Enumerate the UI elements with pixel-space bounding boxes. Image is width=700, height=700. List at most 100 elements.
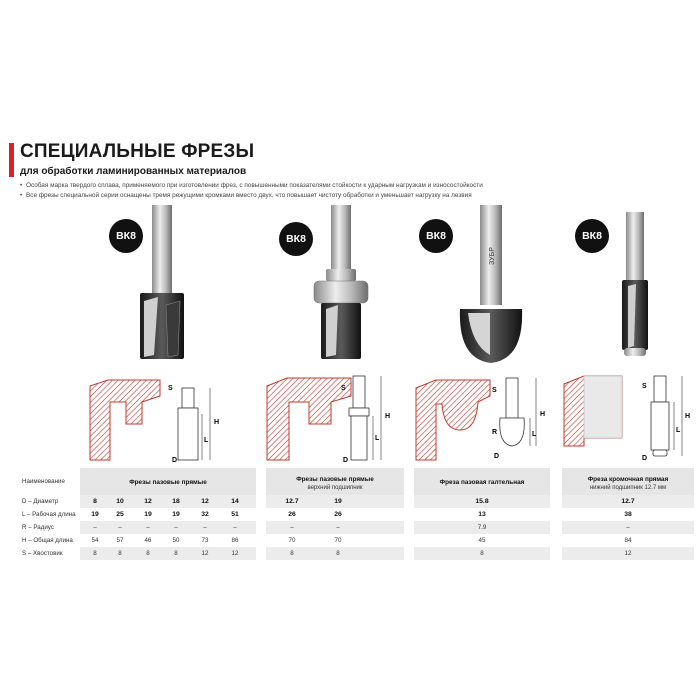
table-cell: 46 <box>144 537 152 544</box>
row-band <box>80 495 256 508</box>
label-s: S <box>341 385 346 392</box>
table-cell: 12 <box>624 550 632 557</box>
row-band <box>414 495 550 508</box>
table-cell: 50 <box>172 537 180 544</box>
table-cell: 10 <box>116 498 124 505</box>
row-label: L – Рабочая длина <box>22 511 76 518</box>
label-h: H <box>540 411 545 418</box>
table-cell: 70 <box>334 537 342 544</box>
table-cell: 25 <box>116 511 124 518</box>
table-cell: 12.7 <box>621 498 635 505</box>
title-accent-bar <box>9 143 14 177</box>
table-cell: 12 <box>144 498 152 505</box>
group-header-band <box>562 468 694 496</box>
page-title: СПЕЦИАЛЬНЫЕ ФРЕЗЫ <box>20 141 255 162</box>
row-band <box>562 495 694 508</box>
table-cell: 26 <box>334 511 342 518</box>
brand-text: ЗУБР <box>489 247 496 265</box>
group-header-band <box>80 468 256 496</box>
table-cell: 8 <box>146 550 150 557</box>
table-cell: 19 <box>91 511 99 518</box>
table-cell: 8 <box>290 550 294 557</box>
table-cell: 12 <box>201 498 209 505</box>
group-title: Фрезы пазовые прямые <box>296 476 374 483</box>
label-h: H <box>685 413 690 420</box>
table-cell: 12 <box>201 550 209 557</box>
row-band <box>80 547 256 560</box>
feature-bullets: •Особая марка твердого сплава, применяем… <box>20 181 690 201</box>
label-r: R <box>492 429 497 436</box>
bk8-badge: ВК8 <box>419 219 453 253</box>
table-cell: 8 <box>480 550 484 557</box>
table-cell: 7.9 <box>477 524 487 531</box>
table-cell: – <box>93 524 97 531</box>
group-header-band <box>414 468 550 496</box>
label-d: D <box>494 453 499 460</box>
table-cell: 70 <box>288 537 296 544</box>
table-cell: 12.7 <box>285 498 299 505</box>
table-cell: 18 <box>172 498 180 505</box>
table-cell: – <box>174 524 178 531</box>
group-subtitle: нижний подшипник 12.7 мм <box>589 485 667 491</box>
label-s: S <box>642 383 647 390</box>
table-cell: 32 <box>201 511 209 518</box>
group-subtitle: верхний подшипник <box>307 485 363 491</box>
router-bit-bearing-image <box>313 205 369 359</box>
row-label: S – Хвостовик <box>22 550 63 557</box>
profile-diagram-cove: S H L R D <box>415 377 545 461</box>
table-cell: 8 <box>93 498 97 505</box>
table-cell: 57 <box>116 537 124 544</box>
table-cell: 19 <box>172 511 180 518</box>
router-bit-cove-image: ЗУБР <box>459 205 523 363</box>
profile-diagram-flush-trim: S H L D <box>563 375 690 462</box>
row-band <box>266 495 404 508</box>
table-cell: 73 <box>201 537 209 544</box>
group-header-band <box>266 468 404 496</box>
table-cell: – <box>146 524 150 531</box>
table-cell: 14 <box>231 498 239 505</box>
table-cell: – <box>233 524 237 531</box>
label-d: D <box>642 455 647 462</box>
label-l: L <box>676 427 681 434</box>
row-band <box>414 521 550 534</box>
profile-diagram-straight: S H L D <box>89 379 219 464</box>
table-cell: 86 <box>231 537 239 544</box>
table-cell: 13 <box>478 511 486 518</box>
row-band <box>562 521 694 534</box>
label-h: H <box>385 413 390 420</box>
table-cell: 84 <box>624 537 632 544</box>
name-column-header: Наименование <box>22 478 65 485</box>
bk8-badge: ВК8 <box>279 222 313 256</box>
bk8-badge: ВК8 <box>575 219 609 253</box>
label-l: L <box>532 431 537 438</box>
row-label: H – Общая длина <box>22 537 73 544</box>
table-cell: 51 <box>231 511 239 518</box>
label-s: S <box>492 387 497 394</box>
row-band <box>266 547 404 560</box>
table-cell: 15.8 <box>475 498 489 505</box>
row-band <box>266 521 404 534</box>
bk8-badge: ВК8 <box>109 219 143 253</box>
table-cell: 19 <box>334 498 342 505</box>
bullet-item: •Особая марка твердого сплава, применяем… <box>20 182 483 189</box>
table-cell: – <box>336 524 340 531</box>
profile-diagram-bearing: S H L D <box>266 375 390 464</box>
table-row: R – Радиус––––––––7.9– <box>0 521 700 534</box>
label-h: H <box>214 419 219 426</box>
table-cell: – <box>118 524 122 531</box>
label-s: S <box>168 385 173 392</box>
table-cell: 45 <box>478 537 486 544</box>
label-l: L <box>204 437 209 444</box>
row-band <box>80 521 256 534</box>
row-band <box>562 547 694 560</box>
table-cell: 26 <box>288 511 296 518</box>
router-bit-straight-image <box>140 205 184 359</box>
table-cell: – <box>290 524 294 531</box>
label-d: D <box>343 457 348 464</box>
table-cell: 19 <box>144 511 152 518</box>
label-l: L <box>375 435 380 442</box>
